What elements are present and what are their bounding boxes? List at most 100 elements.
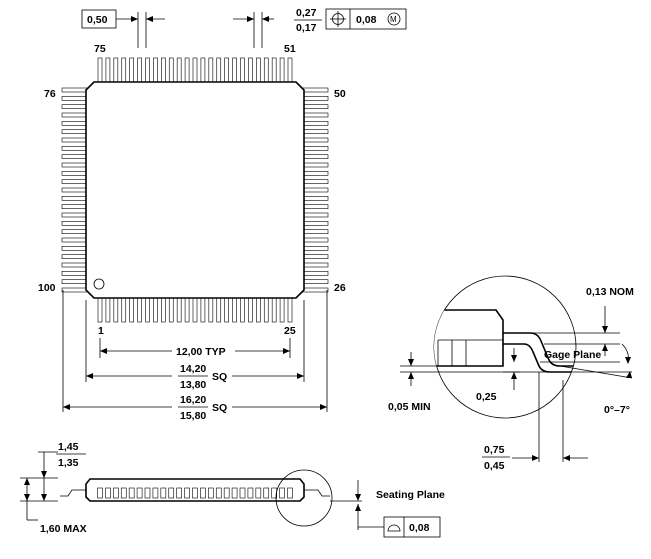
lead-left [61,212,89,218]
lead-right [301,104,329,109]
lead-top [208,57,214,85]
lead-side [279,487,285,499]
lead-side [113,487,119,499]
lead-bottom [279,295,285,323]
lead-side [105,487,111,499]
package-body [85,81,305,299]
lead-side [136,487,143,499]
right-leads [301,87,329,293]
lead-left [61,204,89,209]
lead-top [232,57,237,85]
lead-top [137,57,142,85]
lead-left [61,271,89,276]
lead-left [61,187,89,193]
lead-right [301,146,329,151]
lead-right [301,96,329,101]
lead-top [216,57,222,85]
lead-bottom [192,295,198,323]
lead-right [301,179,329,184]
tip-max-label: 16,20 [180,394,206,406]
lead-bottom [200,295,206,323]
lead-side [231,487,238,499]
lead-top [129,57,134,85]
lead-side [120,487,127,499]
lead-side [97,487,103,499]
top-view: 75 51 76 50 100 26 1 25 0,50 0,27 0,17 0… [38,7,407,422]
lead-right [301,187,329,193]
lead-left [61,287,89,293]
gage-height-label: 0,25 [476,391,497,403]
lead-bottom [145,295,150,323]
lead-left [61,129,89,134]
lead-bottom [248,295,253,323]
lead-left [61,254,89,259]
standoff-label: 0,05 MIN [388,401,431,413]
pin-label-26: 26 [334,282,346,294]
lead-left [61,112,89,118]
coplanarity-frame [383,516,441,538]
lead-bottom [176,295,182,323]
lead-side [160,487,167,499]
lead-left [61,104,89,109]
lead-left [61,96,89,101]
lead-right [301,87,329,93]
lead-right [301,229,329,234]
lead-left [61,171,89,176]
lead-bottom [184,295,190,323]
lead-width-max: 0,27 [296,7,317,19]
lead-left [61,162,89,168]
lead-top [271,57,277,85]
lead-right [301,204,329,209]
lead-top [248,57,253,85]
pin-label-51: 51 [284,43,296,55]
lead-right [301,254,329,259]
lead-right [301,271,329,276]
lead-side [176,487,182,499]
lead-bottom [232,295,237,323]
lead-bottom [168,295,174,323]
lead-top [145,57,150,85]
lead-top [176,57,182,85]
lead-side [287,487,293,499]
typ-span-label: 12,00 TYP [176,346,226,358]
lead-top [256,57,261,85]
position-tolerance-frame [325,8,407,30]
lead-bottom [216,295,222,323]
lead-side [247,487,254,499]
lead-bottom [161,295,166,323]
lead-left [61,221,89,226]
position-tolerance-value: 0,08 [356,14,377,26]
lead-top [161,57,166,85]
lead-side [215,487,222,499]
lead-bottom [263,295,269,323]
lead-side [239,487,246,499]
lead-bottom [224,295,229,323]
lead-top [240,57,245,85]
tip-sq-label: SQ [212,402,227,414]
mmc-modifier-letter: M [390,15,397,24]
lead-top [200,57,206,85]
pin1-marker [93,278,105,290]
lead-top [263,57,269,85]
lead-right [301,137,329,143]
profile-surface-icon [387,524,401,532]
body-max-label: 14,20 [180,363,206,375]
lead-left [61,137,89,143]
lead-side [192,487,198,499]
lead-bottom [287,295,293,323]
lead-side [144,487,151,499]
tip-min-label: 15,80 [180,410,206,422]
lead-left [61,279,89,284]
pin-label-75: 75 [94,43,106,55]
foot-max-label: 0,75 [484,444,505,456]
body-sq-label: SQ [212,371,227,383]
lead-left [61,87,89,93]
side-leads [97,487,293,499]
lead-left [61,146,89,151]
lead-right [301,287,329,293]
lead-left [61,237,89,243]
pin-label-100: 100 [38,282,56,294]
lead-side [152,487,159,499]
body-min-label: 13,80 [180,379,206,391]
lead-bottom [271,295,277,323]
